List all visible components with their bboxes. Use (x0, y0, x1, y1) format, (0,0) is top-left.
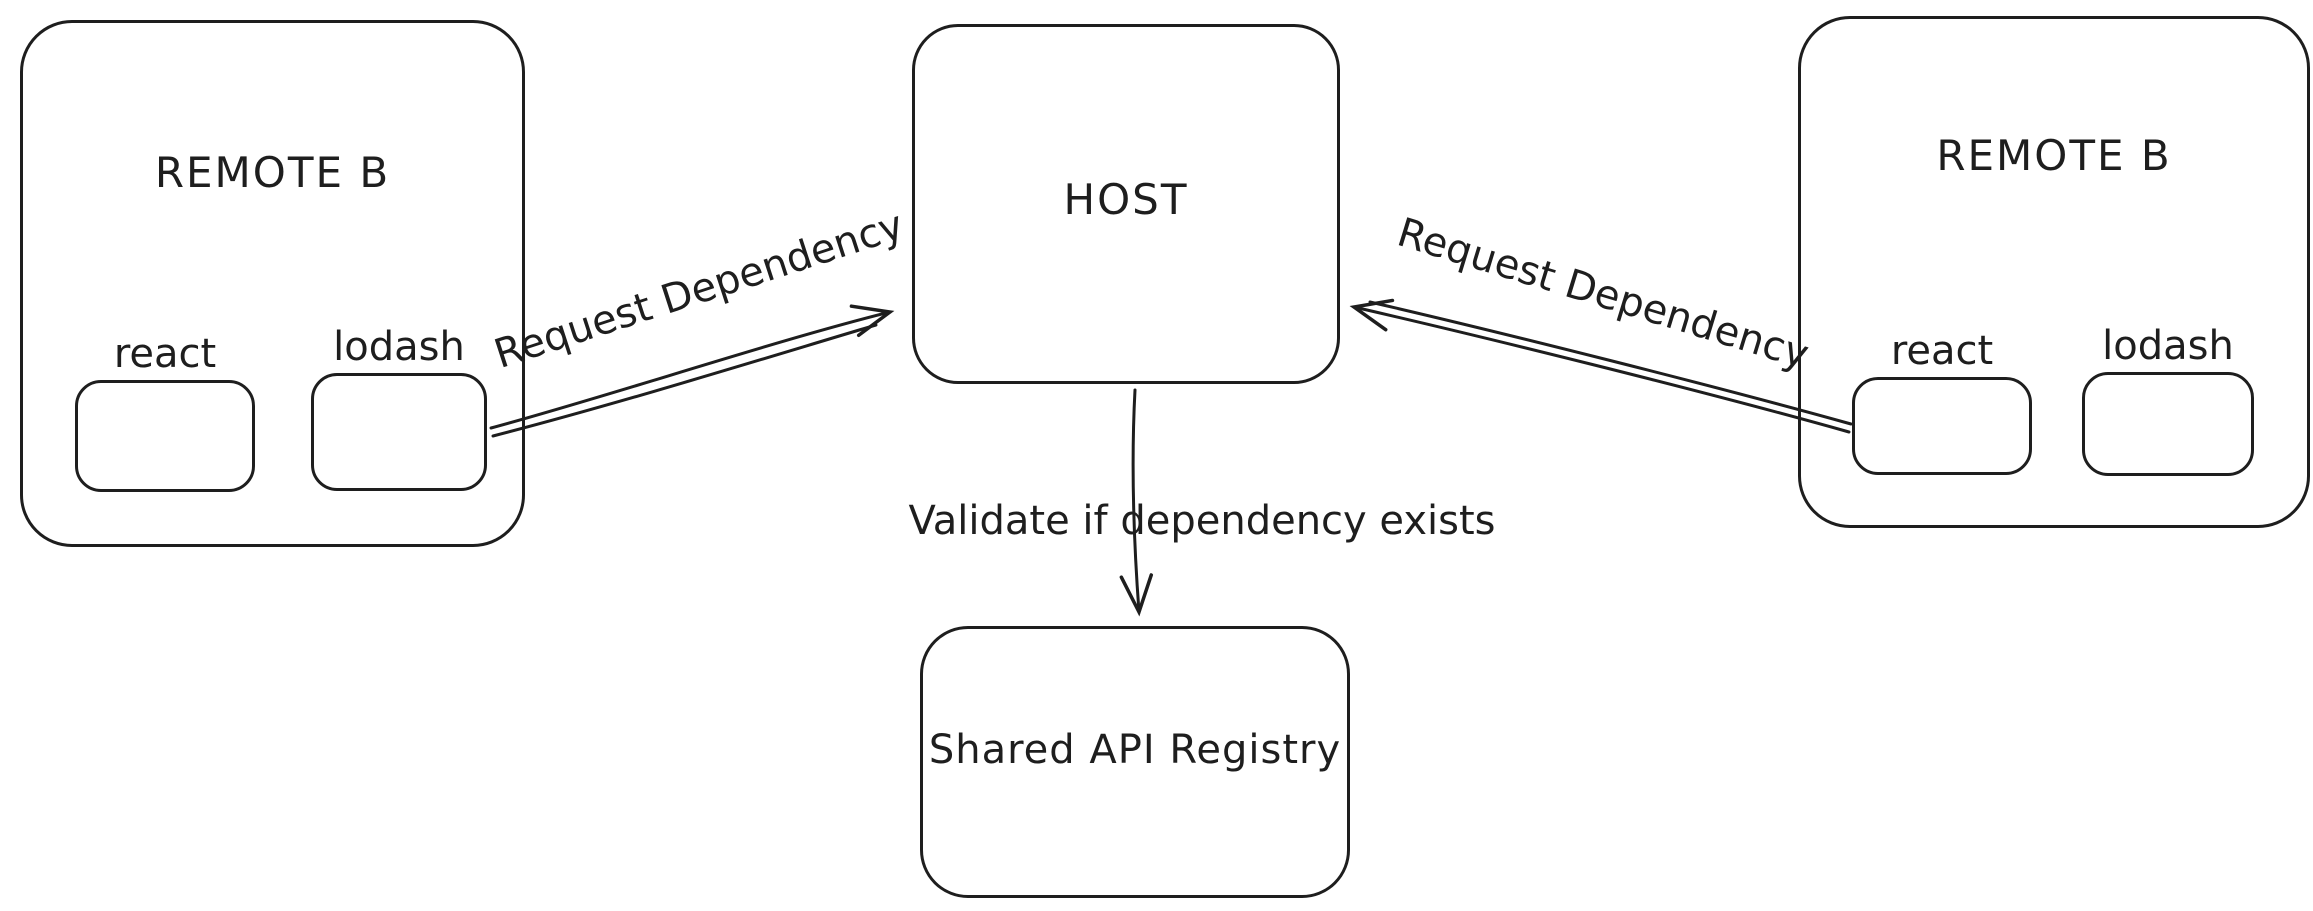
package-react-right: react (1852, 327, 2032, 475)
node-remote-b-right-title: REMOTE B (1936, 131, 2172, 180)
node-remote-b-left: REMOTE B react lodash (20, 20, 525, 547)
package-lodash-right-box (2082, 372, 2254, 476)
node-host: HOST (912, 24, 1340, 384)
node-shared-api-registry: Shared API Registry (920, 626, 1350, 898)
node-shared-api-registry-title: Shared API Registry (928, 727, 1342, 773)
package-lodash-left-label: lodash (333, 324, 465, 370)
package-react-right-box (1852, 377, 2032, 475)
package-lodash-left-box (311, 373, 487, 491)
package-react-left: react (75, 330, 255, 492)
package-react-left-box (75, 380, 255, 492)
node-remote-b-right: REMOTE B react lodash (1798, 16, 2310, 528)
package-lodash-right-label: lodash (2102, 323, 2234, 369)
edge-label-right-request-dependency: Request Dependency (1392, 209, 1814, 379)
node-host-title: HOST (1063, 175, 1189, 224)
edge-label-left-request-dependency: Request Dependency (488, 202, 910, 378)
edge-label-validate-dependency: Validate if dependency exists (908, 498, 1496, 544)
package-lodash-left: lodash (311, 323, 487, 491)
package-react-left-label: react (113, 331, 217, 377)
package-react-right-label: react (1890, 328, 1994, 374)
package-lodash-right: lodash (2082, 322, 2254, 476)
node-remote-b-left-title: REMOTE B (154, 148, 391, 197)
